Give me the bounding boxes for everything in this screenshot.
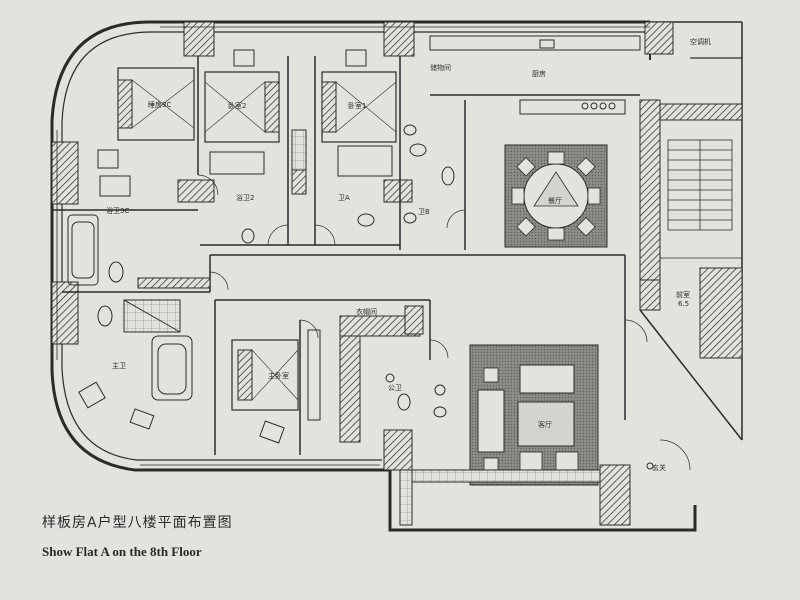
label-bedroom-1: 卧室1 <box>348 101 366 110</box>
label-lobby: 前室 <box>676 290 690 299</box>
label-lobby-area: 6.5 <box>678 300 689 308</box>
label-dining: 餐厅 <box>548 196 562 205</box>
label-entrance: 玄关 <box>652 463 666 472</box>
label-bath-3: 浴卫3C <box>106 206 129 215</box>
label-powder: 公卫 <box>388 384 402 392</box>
label-bath-2: 浴卫2 <box>236 193 254 202</box>
room-labels: 空调机 厨房 储物间 睡房3C 卧室2 卧室1 浴卫3C 浴卫2 卫A 卫B 餐… <box>106 37 711 472</box>
label-kitchen: 厨房 <box>532 69 546 78</box>
label-kitchen-store: 储物间 <box>430 63 451 72</box>
label-master-bath: 主卫 <box>112 361 126 370</box>
window-strips <box>56 26 650 466</box>
cloakroom-closet <box>339 305 424 443</box>
kitchen-counters <box>429 35 641 115</box>
stairs <box>660 139 742 259</box>
bath-fixtures-top <box>67 124 455 286</box>
label-ac-unit: 空调机 <box>690 37 711 46</box>
label-bath-b: 卫B <box>418 208 430 216</box>
master-bedroom-bed <box>231 329 321 444</box>
plan-title-english: Show Flat A on the 8th Floor <box>42 544 202 559</box>
label-living: 客厅 <box>538 420 552 429</box>
bedroom-2-bed <box>204 49 280 143</box>
master-bath <box>78 277 211 430</box>
label-cloakroom: 衣帽间 <box>356 307 377 316</box>
bedroom-3-bed <box>97 67 195 169</box>
label-bath-a: 卫A <box>338 194 350 202</box>
wardrobe-strip <box>291 129 307 195</box>
label-bedroom-2: 卧室2 <box>228 101 246 110</box>
label-bedroom-3: 睡房3C <box>148 100 171 109</box>
bedroom-1-bed <box>321 49 397 143</box>
living-set <box>469 344 599 486</box>
label-master-bed: 主卧室 <box>268 371 289 380</box>
dining-set <box>504 144 608 248</box>
wall-columns <box>51 21 743 526</box>
entrance-area <box>399 462 654 526</box>
door-swings <box>197 174 691 471</box>
powder-room <box>385 373 447 418</box>
plan-title-chinese: 样板房A户型八楼平面布置图 <box>42 515 233 531</box>
interior-walls <box>52 56 743 455</box>
